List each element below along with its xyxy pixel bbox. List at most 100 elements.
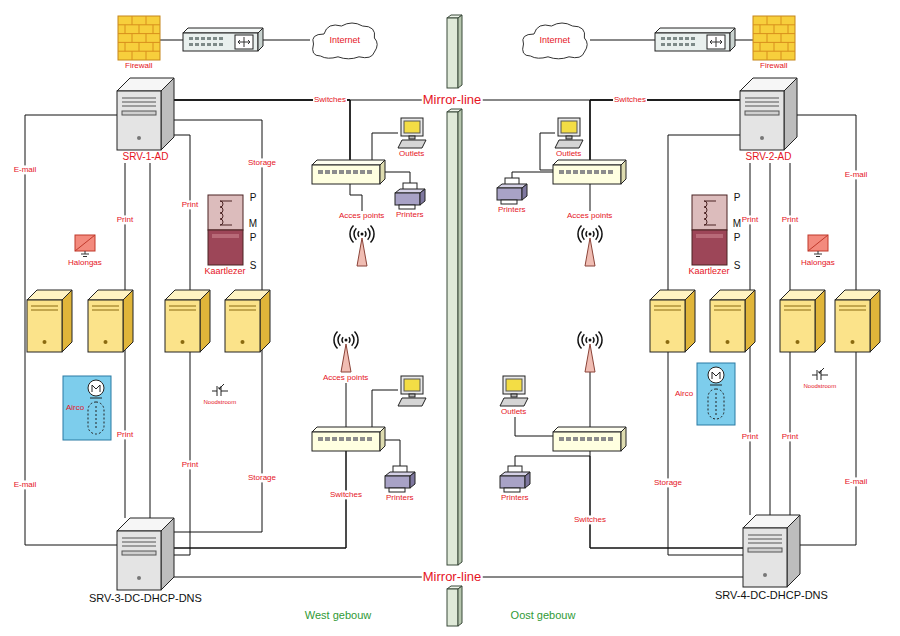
node-label: Outlets	[501, 407, 526, 416]
airco-unit-node: Airco	[63, 376, 111, 440]
node-label: Noodstroom	[204, 399, 237, 406]
emergency-power-symbol	[212, 384, 228, 396]
line-label: Storage	[247, 473, 277, 482]
connector	[174, 100, 362, 211]
node-label: Internet	[330, 35, 361, 45]
outlet-computer-icon	[555, 118, 583, 148]
connector-label: Print	[116, 215, 134, 224]
card-reader-node: Kaartlezer	[689, 195, 731, 277]
node-label: Printers	[386, 493, 414, 502]
printer-symbol	[385, 466, 415, 492]
wire	[372, 372, 590, 427]
connector-label: Switches	[613, 95, 647, 104]
node-label: SRV-3-DC-DHCP-DNS	[89, 592, 202, 605]
connector-label: Print	[781, 215, 799, 224]
airco-unit-symbol	[697, 363, 735, 425]
node-label: Airco	[675, 389, 693, 398]
line-label: E-mail	[844, 477, 869, 486]
node-label: Outlets	[399, 149, 424, 158]
printer-symbol	[497, 178, 527, 204]
access-point-node: Acces points	[567, 211, 613, 266]
outlet-computer-icon	[398, 118, 426, 148]
router	[655, 28, 735, 51]
server-tower-symbol	[117, 518, 174, 590]
connector	[174, 100, 410, 183]
server	[88, 290, 133, 352]
emergency-power-icon	[812, 368, 828, 382]
letter-mark: P	[249, 232, 258, 244]
outlet-computer-icon	[500, 376, 528, 406]
letter-mark: P	[249, 192, 258, 204]
printer-node: Printers	[395, 183, 425, 220]
firewall-symbol	[118, 16, 160, 60]
printer-node: Printers	[497, 178, 527, 215]
wire	[590, 372, 591, 427]
node-label: Firewall	[760, 61, 788, 70]
connector-label: Switches	[329, 490, 363, 499]
server-tower-node: SRV-2-AD	[740, 78, 797, 163]
server-tower-icon	[117, 78, 174, 150]
server	[835, 290, 880, 352]
connector	[174, 440, 400, 548]
connector-label: Storage	[653, 478, 683, 487]
server-tower-icon	[743, 515, 800, 587]
emergency-power-icon	[212, 384, 228, 398]
access-point-icon	[577, 222, 603, 266]
switch	[312, 427, 385, 451]
printer-symbol	[500, 466, 530, 492]
outlet-computer-node: Outlets	[500, 376, 528, 417]
halon-gas-sensor-node: Halongas	[801, 235, 835, 268]
access-point	[578, 332, 602, 372]
printer-icon	[497, 178, 527, 204]
connector-group	[25, 40, 856, 577]
access-point-symbol	[350, 226, 374, 266]
halon-gas-sensor-symbol	[808, 235, 828, 257]
server	[780, 290, 825, 352]
node-label: SRV-2-AD	[746, 151, 792, 163]
node-label: Outlets	[556, 149, 581, 158]
internet-cloud-node: Internet	[520, 20, 590, 60]
card-reader-icon	[692, 195, 727, 265]
line-label: Print	[116, 430, 134, 439]
connector-label: E-mail	[13, 165, 38, 174]
airco-unit-node: Airco	[675, 363, 735, 425]
node-label: Kaartlezer	[689, 266, 730, 276]
line-label: Print	[741, 432, 759, 441]
switch	[553, 160, 626, 184]
outlet-computer-symbol	[500, 376, 528, 406]
halon-gas-sensor-icon	[808, 235, 828, 257]
printer-node: Printers	[500, 466, 530, 503]
server-tower-icon	[740, 78, 797, 150]
outlet-computer-node: Outlets	[555, 118, 583, 159]
connector	[515, 456, 743, 548]
airco-unit-symbol	[63, 376, 111, 440]
letter-mark: S	[249, 260, 258, 272]
firewall-icon	[118, 16, 160, 60]
building-label: West gebouw	[304, 609, 372, 622]
printer-node: Printers	[385, 466, 415, 503]
connector-label: Print	[181, 200, 199, 209]
letter-mark: P	[733, 192, 742, 204]
server-tower-node: SRV-3-DC-DHCP-DNS	[117, 518, 174, 590]
node-label: Halongas	[68, 258, 102, 267]
access-point-node: Acces points	[323, 328, 369, 383]
emergency-power-node: Noodstroom	[804, 368, 837, 390]
switch	[312, 160, 385, 184]
node-label: Firewall	[125, 61, 153, 70]
wall	[447, 589, 458, 626]
outlet-computer-symbol	[398, 118, 426, 148]
connector-label: Switches	[573, 515, 607, 524]
card-reader-icon	[208, 195, 243, 265]
connector-label: E-mail	[844, 170, 869, 179]
switch	[553, 427, 626, 451]
connector-label: Switches	[313, 95, 347, 104]
halon-gas-sensor-icon	[75, 235, 95, 257]
server-tower-symbol	[743, 515, 800, 587]
server-tower-node: SRV-1-AD	[117, 78, 174, 163]
connector-label: Storage	[247, 158, 277, 167]
wire	[372, 390, 398, 427]
printer-icon	[395, 183, 425, 209]
connector-label: Mirror-line	[422, 570, 483, 585]
server-tower-icon	[117, 518, 174, 590]
